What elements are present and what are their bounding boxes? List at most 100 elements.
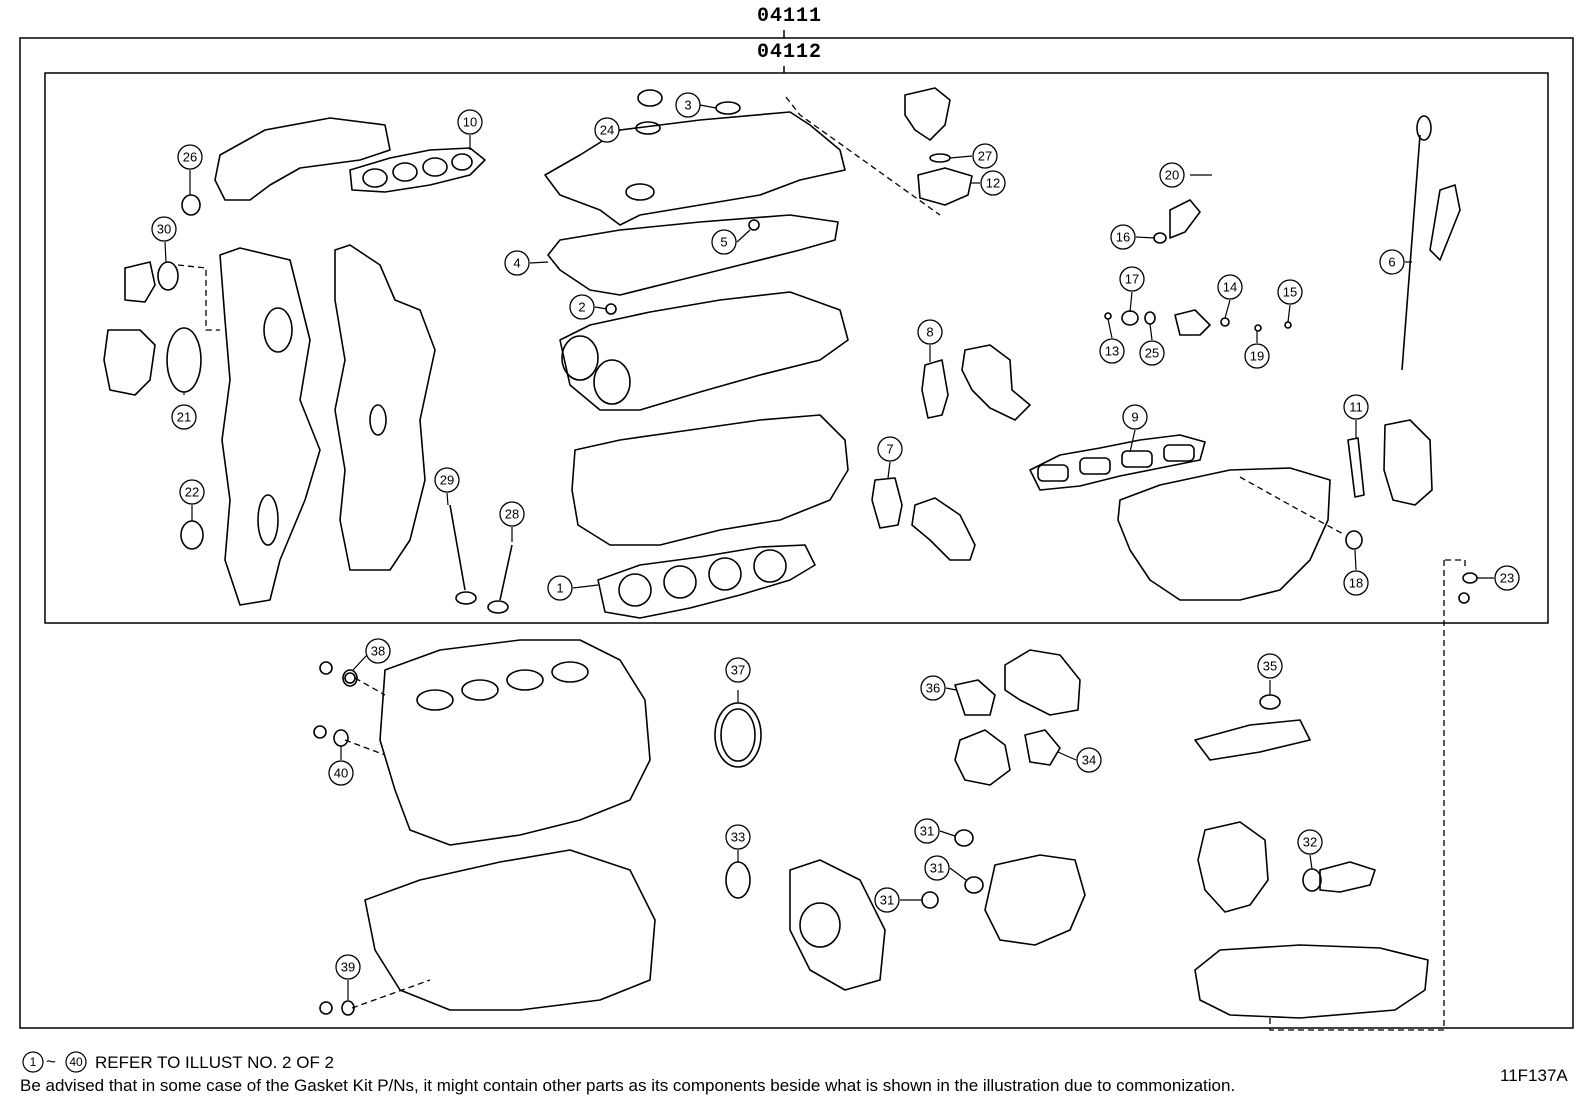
callout-label-18: 18 — [1349, 576, 1363, 591]
parts-linework — [103, 87, 1478, 1019]
callout-9 — [1122, 404, 1148, 430]
callout-4 — [504, 250, 530, 276]
legend-range-end-label: 40 — [69, 1055, 83, 1069]
outer-kit-frame — [19, 37, 1574, 1029]
gasket-18 — [1345, 530, 1363, 550]
callout-label-19: 19 — [1250, 349, 1264, 364]
callout-label-39: 39 — [341, 960, 355, 975]
callout-label-31b: 31 — [930, 861, 944, 876]
callout-label-14: 14 — [1223, 280, 1237, 295]
o-ring-31b — [964, 876, 984, 894]
callout-label-6: 6 — [1388, 255, 1395, 270]
callout-label-31a: 31 — [920, 824, 934, 839]
seal-38 — [344, 672, 356, 684]
callout-label-23: 23 — [1500, 571, 1514, 586]
o-ring-30 — [157, 261, 179, 291]
callout-21 — [171, 404, 197, 430]
inner-kit-frame — [44, 72, 1549, 624]
callout-33 — [725, 824, 751, 850]
callout-label-13: 13 — [1105, 344, 1119, 359]
callout-30 — [151, 216, 177, 242]
callout-10 — [457, 109, 483, 135]
callout-8 — [917, 319, 943, 345]
callout-label-8: 8 — [926, 325, 933, 340]
callout-40 — [328, 760, 354, 786]
legend-range-end — [65, 1051, 87, 1073]
seal-22 — [180, 520, 204, 550]
callout-label-34: 34 — [1082, 753, 1096, 768]
callout-2 — [569, 294, 595, 320]
kit-label-inner: 04112 — [757, 41, 823, 64]
callout-label-11: 11 — [1349, 400, 1363, 415]
callout-24 — [594, 117, 620, 143]
callout-label-24: 24 — [600, 123, 614, 138]
callout-label-9: 9 — [1131, 410, 1138, 425]
legend-range-start — [22, 1051, 44, 1073]
o-ring-31c — [921, 891, 939, 909]
callout-32 — [1297, 829, 1323, 855]
callout-7 — [877, 436, 903, 462]
callout-label-20: 20 — [1165, 168, 1179, 183]
callout-label-2: 2 — [578, 300, 585, 315]
callout-label-16: 16 — [1116, 230, 1130, 245]
seal-26 — [181, 194, 201, 216]
callout-26 — [177, 144, 203, 170]
gasket-34 — [1024, 729, 1061, 766]
callout-5 — [711, 229, 737, 255]
callout-label-27: 27 — [978, 149, 992, 164]
o-ring-32 — [1302, 868, 1322, 892]
callout-23 — [1494, 565, 1520, 591]
callout-label-7: 7 — [886, 442, 893, 457]
callout-14 — [1217, 274, 1243, 300]
callout-label-28: 28 — [505, 507, 519, 522]
callout-18 — [1343, 570, 1369, 596]
callout-label-36: 36 — [926, 681, 940, 696]
callout-6 — [1379, 249, 1405, 275]
callout-label-22: 22 — [185, 485, 199, 500]
callout-16 — [1110, 224, 1136, 250]
legend-range-start-label: 1 — [30, 1055, 37, 1069]
callout-label-31c: 31 — [880, 893, 894, 908]
callout-label-30: 30 — [157, 222, 171, 237]
callout-25 — [1139, 340, 1165, 366]
callout-38 — [365, 638, 391, 664]
callout-28 — [499, 501, 525, 527]
callout-label-29: 29 — [440, 473, 454, 488]
callout-label-38: 38 — [371, 644, 385, 659]
illustration-code: 11F137A — [1500, 1066, 1568, 1085]
callout-label-33: 33 — [731, 830, 745, 845]
o-ring-31a — [954, 829, 974, 847]
callout-13 — [1099, 338, 1125, 364]
callout-11 — [1343, 394, 1369, 420]
callout-31b — [924, 855, 950, 881]
refer-note: REFER TO ILLUST NO. 2 OF 2 — [95, 1053, 335, 1072]
seal-3 — [715, 101, 741, 115]
callout-label-32: 32 — [1303, 835, 1317, 850]
callout-35 — [1257, 653, 1283, 679]
range-separator: ~ — [46, 1052, 56, 1071]
callout-label-12: 12 — [986, 176, 1000, 191]
callout-label-26: 26 — [183, 150, 197, 165]
gasket-12 — [917, 167, 973, 206]
gasket-36 — [954, 679, 996, 716]
kit-label-outer: 04111 — [757, 5, 823, 28]
callout-17 — [1119, 266, 1145, 292]
callout-label-21: 21 — [177, 410, 191, 425]
callout-label-40: 40 — [334, 766, 348, 781]
callout-label-35: 35 — [1263, 659, 1277, 674]
o-ring-27 — [929, 153, 951, 163]
callout-39 — [335, 954, 361, 980]
callout-label-3: 3 — [684, 98, 691, 113]
callout-31a — [914, 818, 940, 844]
callout-31c — [874, 887, 900, 913]
advisory-note: Be advised that in some case of the Gask… — [20, 1076, 1236, 1095]
callout-19 — [1244, 343, 1270, 369]
callout-12 — [980, 170, 1006, 196]
callout-label-17: 17 — [1125, 272, 1139, 287]
callout-36 — [920, 675, 946, 701]
callout-3 — [675, 92, 701, 118]
callout-27 — [972, 143, 998, 169]
callout-label-37: 37 — [731, 663, 745, 678]
callout-34 — [1076, 747, 1102, 773]
